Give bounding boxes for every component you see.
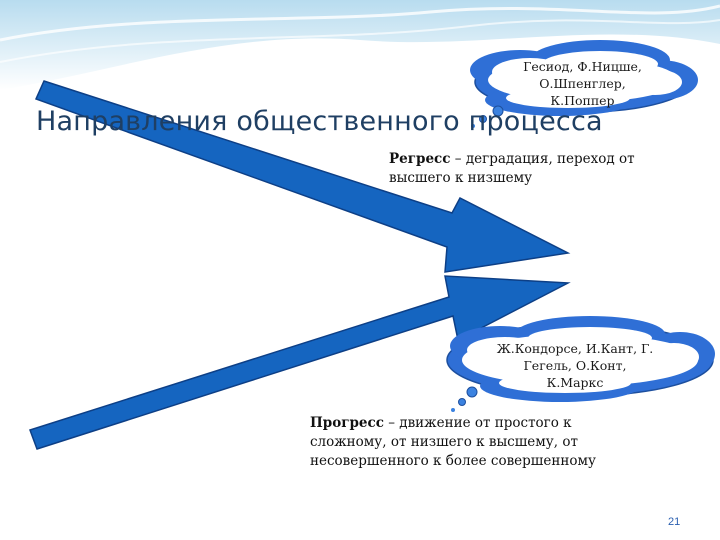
cloud-progress-line-2: Гегель, О.Конт, — [523, 358, 627, 373]
progress-description: Прогресс – движение от простого к сложно… — [310, 414, 630, 471]
progress-arrow — [29, 275, 571, 450]
regress-arrow — [34, 80, 571, 273]
progress-definition: – движение от простого к сложному, от ни… — [310, 415, 596, 469]
cloud-progress — [446, 316, 715, 412]
cloud-regress-line-1: Гесиод, Ф.Ницше, — [523, 59, 642, 74]
regress-description: Регресс – деградация, переход от высшего… — [389, 150, 689, 188]
progress-term: Прогресс — [310, 415, 384, 431]
cloud-regress-line-3: К.Поппер — [550, 93, 615, 108]
cloud-progress-line-3: К.Маркс — [546, 375, 604, 390]
slide-title: Направления общественного процесса — [36, 106, 603, 137]
cloud-regress-line-2: О.Шпенглер, — [539, 76, 626, 91]
regress-definition: – деградация, переход от высшего к низше… — [389, 151, 635, 186]
header-decoration — [0, 0, 720, 90]
cloud-regress-text: Гесиод, Ф.Ницше, О.Шпенглер, К.Поппер — [500, 58, 665, 109]
cloud-progress-line-1: Ж.Кондорсе, И.Кант, Г. — [496, 341, 654, 356]
regress-term: Регресс — [389, 151, 451, 167]
cloud-regress — [470, 40, 698, 128]
cloud-progress-text: Ж.Кондорсе, И.Кант, Г. Гегель, О.Конт, К… — [470, 340, 680, 391]
page-number: 21 — [668, 516, 681, 528]
